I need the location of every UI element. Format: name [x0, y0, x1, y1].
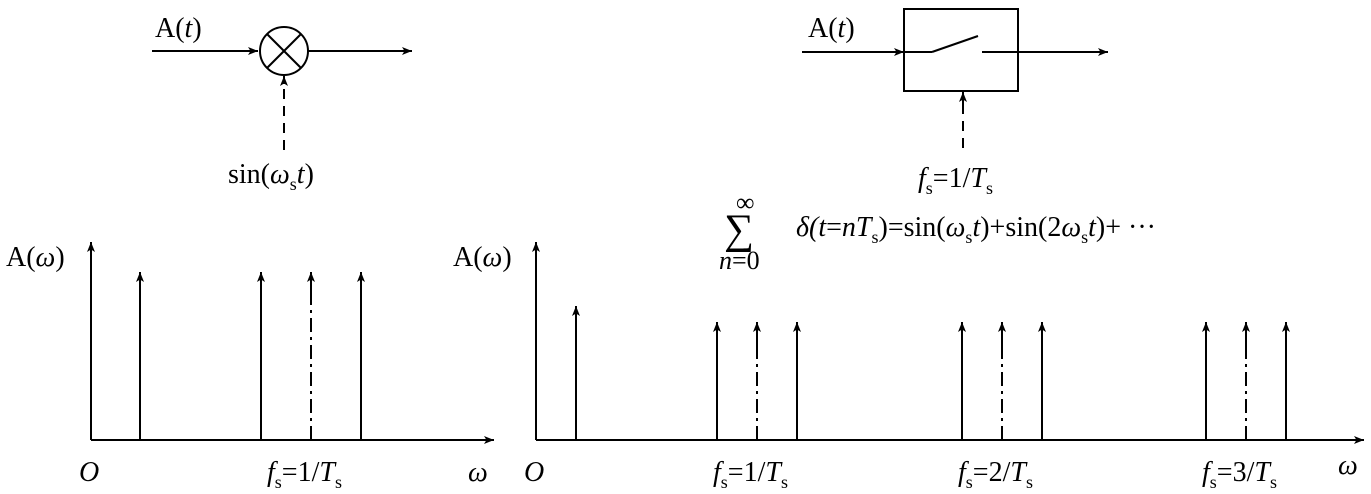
sum-symbol: ∑ — [724, 207, 754, 253]
switch-symbol — [904, 35, 1018, 53]
impulse-train-formula: ∞ ∑ n=0 δ(t=nTs)=sin(ωst)+sin(2ωst)+ ··· — [719, 188, 1156, 275]
left-spectrum-tick-label: fs=1/Ts — [267, 457, 342, 492]
right-spectrum-xlabel: ω — [1338, 450, 1358, 481]
right-spectrum-group-2 — [958, 322, 1046, 440]
sum-upper-limit: ∞ — [736, 188, 755, 217]
sampler-input-label: A(t) — [808, 13, 855, 44]
multiplier-symbol — [259, 26, 309, 76]
right-spectrum-tick-label-3: fs=3/Ts — [1202, 457, 1277, 492]
right-spectrum-group-1 — [713, 322, 801, 440]
right-spectrum-origin-label: O — [524, 457, 544, 488]
sampling-frequency-label: fs=1/Ts — [918, 163, 993, 198]
left-spectrum-ylabel: A(ω) — [6, 242, 65, 273]
sampler-box — [903, 8, 1019, 92]
sampler-block: A(t) fs=1/Ts — [802, 8, 1108, 198]
multiplier-input-label: A(t) — [155, 13, 202, 44]
sum-lower-limit: n=0 — [719, 246, 760, 275]
carrier-label: sin(ωst) — [228, 159, 314, 194]
right-spectrum: A(ω) O ω fs=1/Ts fs=2/Ts fs=3/Ts — [453, 242, 1364, 492]
left-spectrum: A(ω) O ω fs=1/Ts — [6, 242, 494, 492]
right-spectrum-ylabel: A(ω) — [453, 242, 512, 273]
right-spectrum-tick-label-1: fs=1/Ts — [713, 457, 788, 492]
multiplier-block: A(t) sin(ωst) — [152, 13, 412, 194]
right-spectrum-group-3 — [1202, 322, 1290, 440]
formula-body: δ(t=nTs)=sin(ωst)+sin(2ωst)+ ··· — [796, 212, 1156, 247]
right-spectrum-tick-label-2: fs=2/Ts — [958, 457, 1033, 492]
left-spectrum-xlabel: ω — [468, 457, 488, 488]
left-spectrum-origin-label: O — [79, 457, 99, 488]
